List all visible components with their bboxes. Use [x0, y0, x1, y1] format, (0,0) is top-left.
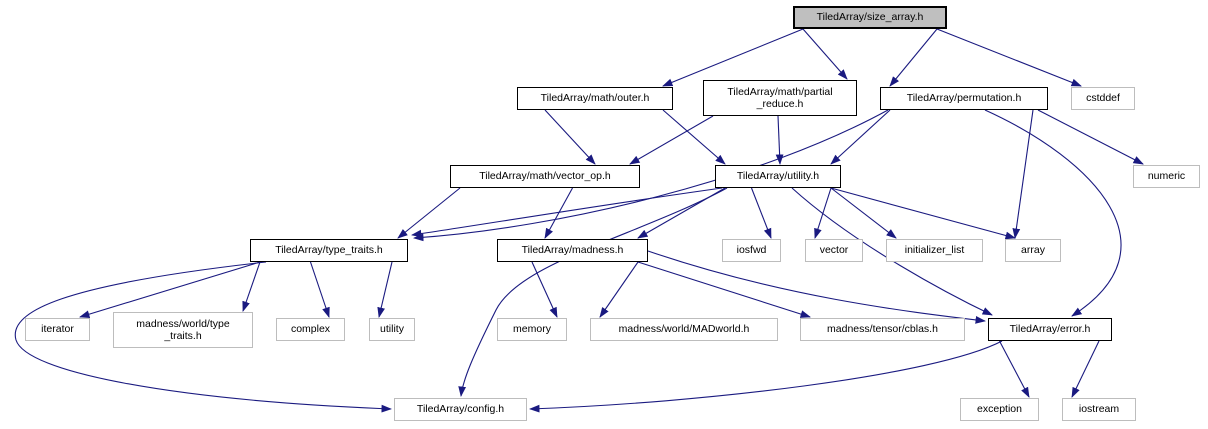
- node-outer[interactable]: TiledArray/math/outer.h: [517, 87, 673, 110]
- edge-error-to-config: [529, 340, 1003, 413]
- node-type_traits[interactable]: TiledArray/type_traits.h: [250, 239, 408, 262]
- edge-type_traits-to-complex: [309, 261, 330, 318]
- edge-type_traits-to-config: [14, 261, 392, 413]
- edge-size_array-to-partial_reduce: [802, 28, 848, 80]
- edge-size_array-to-outer: [662, 28, 804, 87]
- node-vector: vector: [805, 239, 863, 262]
- node-iostream: iostream: [1062, 398, 1136, 421]
- edge-utility_h-to-vector: [814, 187, 832, 239]
- edge-error-to-iostream: [1071, 340, 1100, 398]
- edge-utility_h-to-error: [791, 187, 993, 316]
- edge-madness_h-to-error: [647, 250, 986, 324]
- edge-vector_op-to-type_traits: [397, 187, 461, 239]
- node-memory: memory: [497, 318, 567, 341]
- edge-outer-to-utility_h: [662, 109, 726, 165]
- edge-size_array-to-cstddef: [936, 28, 1082, 87]
- edge-partial_reduce-to-vector_op: [629, 115, 714, 165]
- node-mw_type_traits: madness/world/type _traits.h: [113, 312, 253, 348]
- edge-madness_h-to-cblas: [637, 261, 811, 318]
- node-iosfwd: iosfwd: [722, 239, 781, 262]
- edge-type_traits-to-mw_type_traits: [242, 261, 261, 312]
- edge-error-to-exception: [999, 340, 1030, 398]
- node-partial_reduce[interactable]: TiledArray/math/partial _reduce.h: [703, 80, 857, 116]
- node-cstddef: cstddef: [1071, 87, 1135, 110]
- edge-type_traits-to-utility_std: [377, 261, 393, 318]
- node-iterator: iterator: [25, 318, 90, 341]
- node-size_array[interactable]: TiledArray/size_array.h: [793, 6, 947, 29]
- edge-utility_h-to-initializer_list: [830, 187, 897, 239]
- node-cblas: madness/tensor/cblas.h: [800, 318, 965, 341]
- edge-size_array-to-permutation: [889, 28, 938, 87]
- edge-utility_h-to-array: [830, 187, 1016, 240]
- node-initializer_list: initializer_list: [886, 239, 983, 262]
- node-config: TiledArray/config.h: [394, 398, 527, 421]
- edge-permutation-to-type_traits: [413, 109, 889, 242]
- node-complex: complex: [276, 318, 345, 341]
- edge-madness_h-to-madworld: [599, 261, 639, 318]
- node-array: array: [1005, 239, 1061, 262]
- edge-partial_reduce-to-utility_h: [775, 115, 784, 165]
- edge-type_traits-to-iterator: [79, 261, 261, 318]
- edge-utility_h-to-iosfwd: [750, 187, 772, 239]
- node-madworld: madness/world/MADworld.h: [590, 318, 778, 341]
- node-vector_op[interactable]: TiledArray/math/vector_op.h: [450, 165, 640, 188]
- edge-permutation-to-numeric: [1037, 109, 1144, 165]
- edge-permutation-to-utility_h: [830, 109, 891, 165]
- node-madness_h[interactable]: TiledArray/madness.h: [497, 239, 648, 262]
- edge-utility_h-to-type_traits: [411, 187, 723, 238]
- edge-permutation-to-array: [1012, 109, 1034, 239]
- node-utility_std: utility: [369, 318, 415, 341]
- edge-permutation-to-error: [984, 109, 1122, 317]
- edge-madness_h-to-memory: [531, 261, 558, 318]
- node-error[interactable]: TiledArray/error.h: [988, 318, 1112, 341]
- edge-utility_h-to-config: [458, 187, 728, 397]
- node-utility_h[interactable]: TiledArray/utility.h: [715, 165, 841, 188]
- node-exception: exception: [960, 398, 1039, 421]
- edge-outer-to-vector_op: [544, 109, 596, 165]
- node-permutation[interactable]: TiledArray/permutation.h: [880, 87, 1048, 110]
- node-numeric: numeric: [1133, 165, 1200, 188]
- edge-vector_op-to-madness_h: [544, 187, 573, 239]
